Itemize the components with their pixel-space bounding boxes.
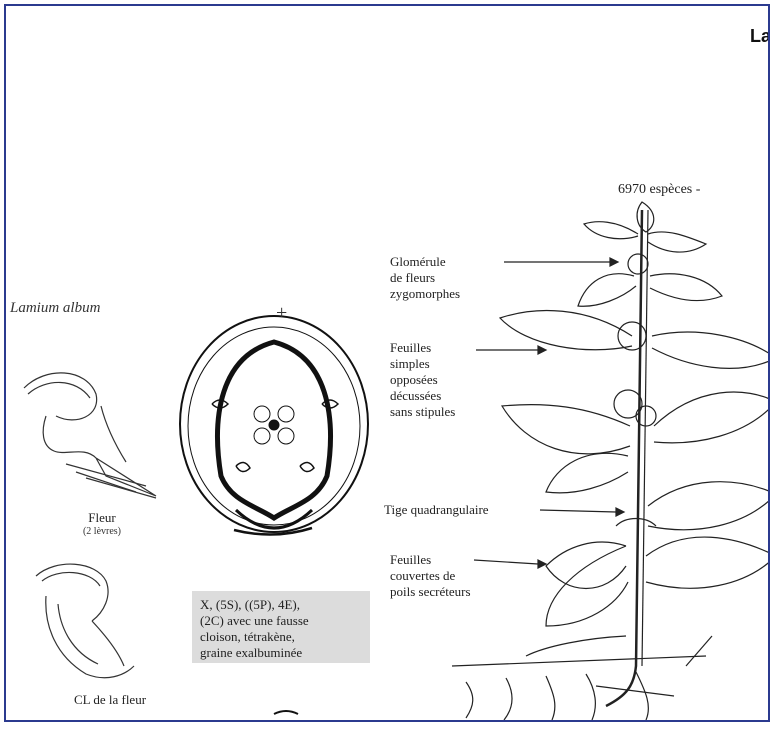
formula-line: X, (5S), ((5P), 4E),: [200, 597, 362, 613]
label-line: Glomérule: [390, 254, 460, 270]
floral-formula: X, (5S), ((5P), 4E), (2C) avec une fauss…: [192, 591, 370, 663]
caption-fleur: Fleur: [62, 510, 142, 526]
label-line: opposées: [390, 372, 455, 388]
flower-sketch: [24, 373, 156, 498]
species-count: 6970 espèces -: [618, 182, 700, 198]
label-tige: Tige quadrangulaire: [384, 502, 489, 518]
slide-title: La: [750, 26, 770, 47]
flower-section-sketch: [36, 564, 134, 678]
botanical-illustration: [6, 6, 770, 722]
label-line: zygomorphes: [390, 286, 460, 302]
formula-line: (2C) avec une fausse: [200, 613, 362, 629]
slide-frame: La 6970 espèces - Lamium album + Gloméru…: [4, 4, 770, 722]
symmetry-sign: +: [276, 302, 287, 325]
caption-cl: CL de la fleur: [50, 692, 170, 708]
formula-line: graine exalbuminée: [200, 645, 362, 661]
label-glomerule: Glomérule de fleurs zygomorphes: [390, 254, 460, 302]
label-feuilles-couvertes: Feuilles couvertes de poils secréteurs: [390, 552, 471, 600]
label-line: simples: [390, 356, 455, 372]
callout-arrows: [474, 258, 624, 568]
label-line: Feuilles: [390, 552, 471, 568]
label-line: de fleurs: [390, 270, 460, 286]
label-line: décussées: [390, 388, 455, 404]
species-name: Lamium album: [10, 300, 100, 317]
label-line: Feuilles: [390, 340, 455, 356]
caption-fleur-sub: (2 lèvres): [62, 526, 142, 537]
plant-drawing: [452, 202, 770, 720]
label-line: couvertes de: [390, 568, 471, 584]
formula-line: cloison, tétrakène,: [200, 629, 362, 645]
label-line: sans stipules: [390, 404, 455, 420]
label-line: poils secréteurs: [390, 584, 471, 600]
label-feuilles-simples: Feuilles simples opposées décussées sans…: [390, 340, 455, 420]
